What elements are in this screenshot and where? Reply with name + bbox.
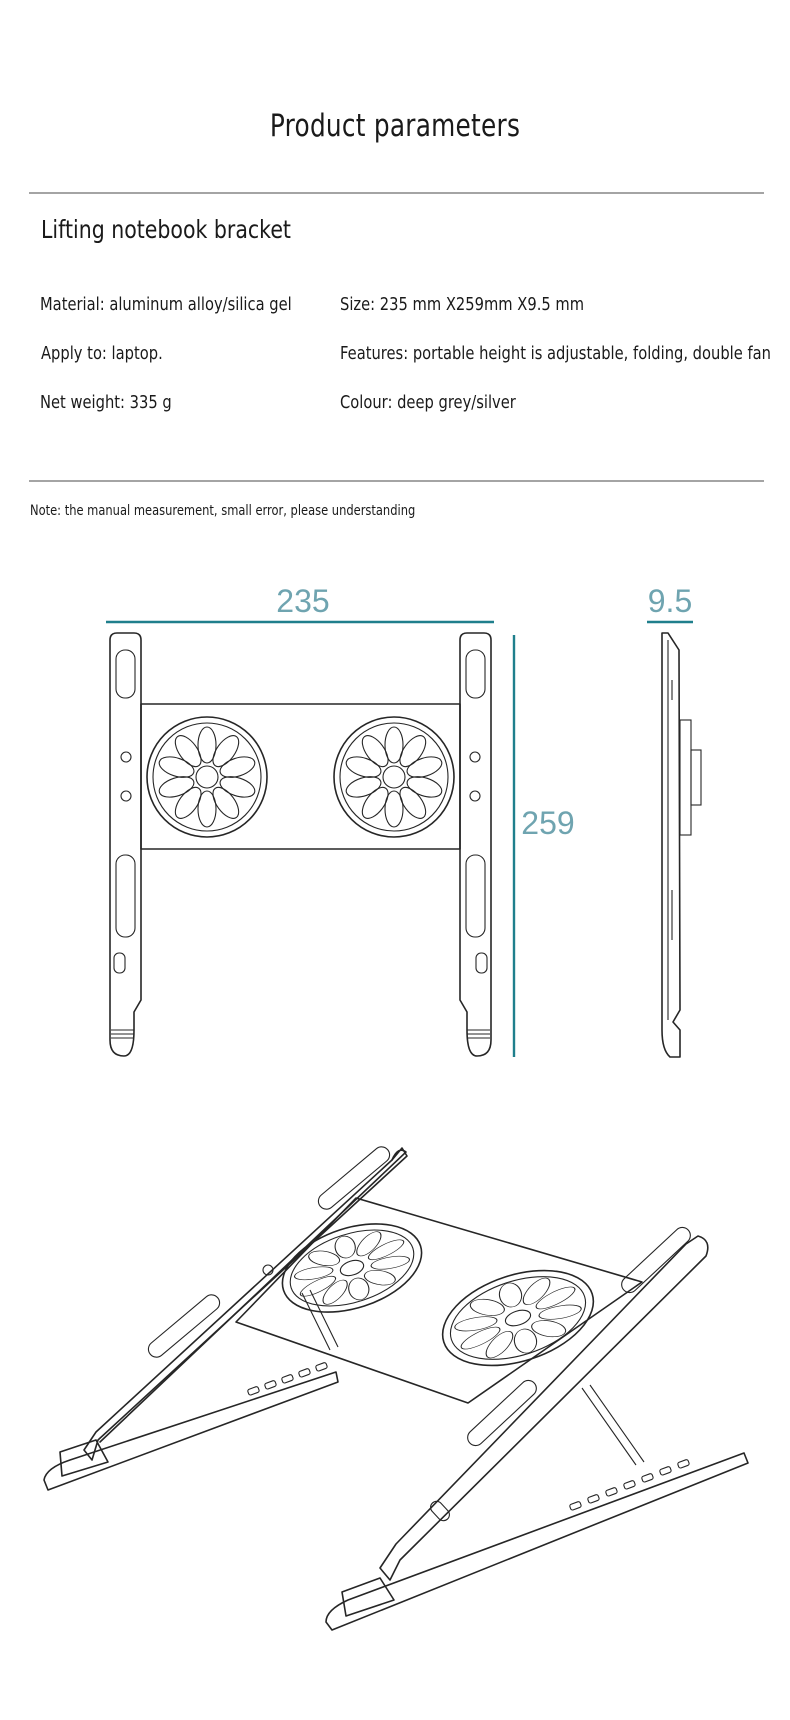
top-divider: [29, 192, 764, 194]
iso-fan-2: [441, 1269, 595, 1367]
side-view: [661, 632, 702, 1058]
width-dimension-label: 235: [276, 583, 329, 619]
param-apply: Apply to: laptop.: [41, 344, 163, 364]
bottom-divider: [29, 480, 764, 482]
param-weight: Net weight: 335 g: [40, 393, 172, 413]
param-material: Material: aluminum alloy/silica gel: [40, 295, 292, 315]
page-title: Product parameters: [269, 108, 521, 144]
param-size: Size: 235 mm X259mm X9.5 mm: [340, 295, 585, 315]
param-features: Features: portable height is adjustable,…: [340, 344, 771, 364]
product-name: Lifting notebook bracket: [41, 215, 291, 244]
front-view: [109, 632, 492, 1057]
vent-slots-left: [247, 1362, 328, 1396]
param-colour: Colour: deep grey/silver: [340, 393, 516, 413]
length-dimension-label: 259: [521, 805, 574, 841]
vent-slots-right: [569, 1459, 690, 1511]
iso-fan-1: [281, 1223, 423, 1313]
dimension-drawing: 235 9.5 259: [106, 583, 702, 1058]
isometric-view: [43, 1146, 749, 1631]
depth-dimension-label: 9.5: [648, 583, 692, 619]
measurement-note: Note: the manual measurement, small erro…: [30, 503, 416, 519]
